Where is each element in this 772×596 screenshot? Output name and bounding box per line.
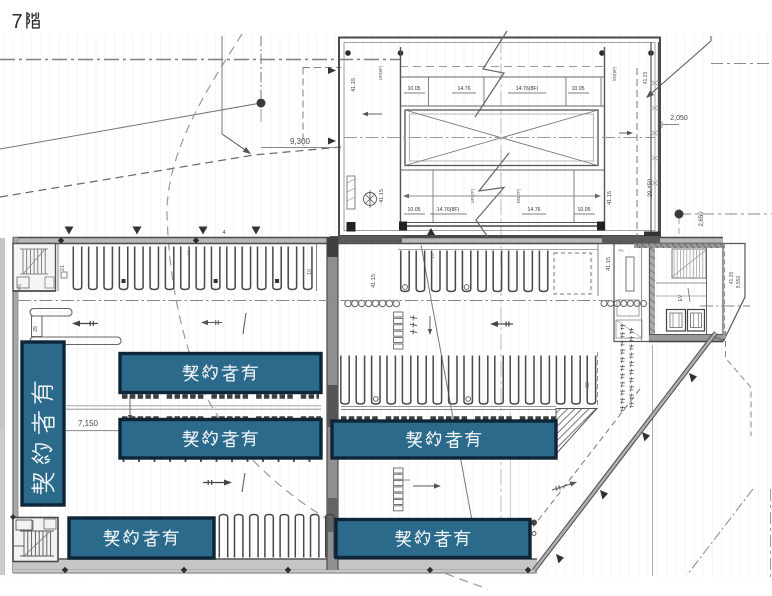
svg-text:PS: PS xyxy=(618,249,624,253)
svg-text:SN(8F): SN(8F) xyxy=(612,66,617,81)
svg-text:41.35: 41.35 xyxy=(729,272,735,285)
svg-text:UP(7F): UP(7F) xyxy=(470,188,475,203)
svg-text:14.76(8F): 14.76(8F) xyxy=(437,207,460,213)
svg-text:4: 4 xyxy=(222,230,225,236)
svg-text:7: 7 xyxy=(11,11,22,33)
svg-text:10.05: 10.05 xyxy=(578,207,591,213)
svg-text:7,150: 7,150 xyxy=(78,419,99,428)
svg-text:9,550: 9,550 xyxy=(736,276,742,289)
svg-text:EV: EV xyxy=(678,294,684,301)
svg-text:21: 21 xyxy=(60,265,66,271)
svg-text:15: 15 xyxy=(430,253,435,259)
svg-text:10: 10 xyxy=(307,269,313,275)
svg-text:DN(7F): DN(7F) xyxy=(516,188,521,203)
svg-text:11: 11 xyxy=(186,250,191,255)
svg-text:UP(8F): UP(8F) xyxy=(378,65,383,80)
svg-text:22: 22 xyxy=(585,382,591,388)
svg-text:41.15: 41.15 xyxy=(606,257,612,271)
svg-text:41.15: 41.15 xyxy=(371,274,377,288)
svg-text:10.05: 10.05 xyxy=(408,207,421,213)
svg-text:9,300: 9,300 xyxy=(290,137,311,146)
svg-text:10.05: 10.05 xyxy=(408,86,421,92)
svg-text:10.05: 10.05 xyxy=(572,86,585,92)
svg-text:41.15: 41.15 xyxy=(607,191,613,205)
svg-text:14.76(8F): 14.76(8F) xyxy=(516,86,539,92)
svg-text:29: 29 xyxy=(33,326,39,332)
svg-text:41.15: 41.15 xyxy=(643,72,649,85)
svg-text:41.15: 41.15 xyxy=(379,189,385,203)
svg-text:2,050: 2,050 xyxy=(670,115,688,122)
svg-text:2,650: 2,650 xyxy=(699,211,705,227)
svg-text:14.76: 14.76 xyxy=(528,207,541,213)
svg-text:41.15: 41.15 xyxy=(351,78,357,92)
svg-text:14.76: 14.76 xyxy=(458,86,471,92)
svg-text:PS: PS xyxy=(17,284,22,290)
